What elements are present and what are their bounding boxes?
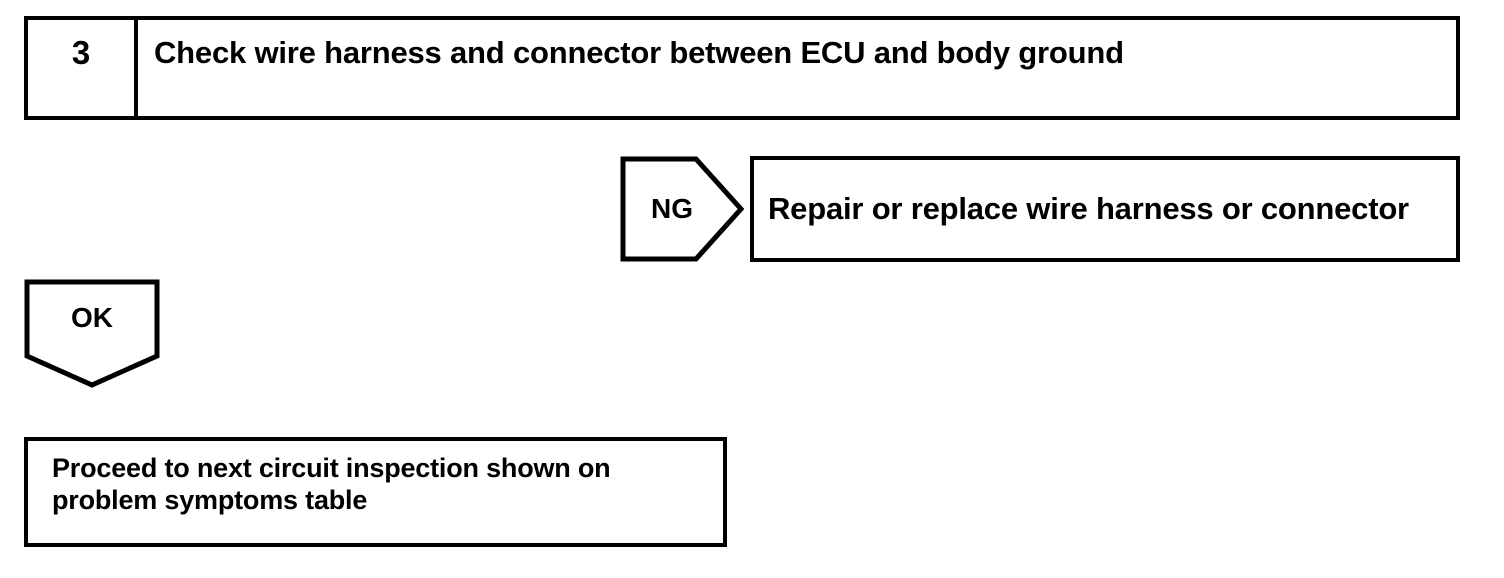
proceed-next-inspection-text: Proceed to next circuit inspection shown… — [52, 453, 611, 515]
repair-action-text: Repair or replace wire harness or connec… — [768, 191, 1409, 227]
ng-pentagon-icon — [620, 156, 744, 262]
proceed-next-inspection-box: Proceed to next circuit inspection shown… — [24, 437, 727, 547]
step-number: 3 — [71, 34, 91, 71]
ng-branch-arrow-shape — [620, 156, 744, 262]
ok-branch-label: OK — [71, 302, 113, 333]
repair-action-box: Repair or replace wire harness or connec… — [750, 156, 1460, 262]
step-number-cell: 3 — [28, 20, 138, 116]
step-box: 3 Check wire harness and connector betwe… — [24, 16, 1460, 120]
step-description-cell: Check wire harness and connector between… — [138, 20, 1456, 116]
ok-branch-arrow-shape — [24, 279, 160, 389]
step-description: Check wire harness and connector between… — [154, 35, 1124, 70]
ok-pentagon-icon — [24, 279, 160, 388]
ng-branch-label: NG — [651, 193, 693, 224]
